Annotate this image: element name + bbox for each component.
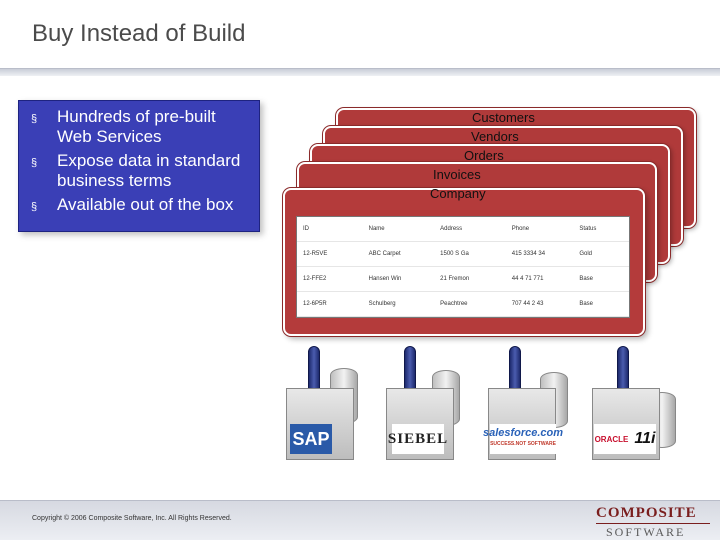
bullet-text: Available out of the box (57, 195, 234, 214)
bullet-text: Expose data in standard business terms (57, 151, 241, 190)
table-cell: Base (579, 276, 594, 282)
table-header: Address (440, 226, 463, 232)
oracle-version: 11i (634, 430, 656, 447)
table-header-row: ID Name Address Phone Status (297, 217, 629, 242)
table-header: Phone (511, 226, 530, 232)
table-cell: ABC Carpet (368, 251, 401, 257)
oracle-wordmark: ORACLE (594, 434, 629, 444)
composite-logo-text: COMPOSITE (596, 505, 697, 521)
salesforce-logo: salesforce.com SUCCESS.NOT SOFTWARE (483, 424, 563, 454)
table-header: Status (579, 226, 597, 232)
bullet-mark: § (31, 113, 38, 125)
table-cell: 12-R5VE (303, 251, 328, 257)
oracle-logo: ORACLE 11i (594, 424, 656, 454)
table-cell: 707 44 2 43 (511, 301, 544, 307)
table-cell: 21 Fremon (440, 276, 470, 282)
bullet-panel: § Hundreds of pre-built Web Services § E… (18, 100, 260, 232)
table-row: 12-FFE2 Hansen Win 21 Fremon 44 4 71 771… (297, 267, 629, 292)
table-cell: 12-FFE2 (303, 276, 327, 282)
slide-title: Buy Instead of Build (32, 20, 246, 47)
table-row: 12-R5VE ABC Carpet 1500 S Ga 415 3334 34… (297, 242, 629, 267)
salesforce-wordmark: salesforce.com (482, 427, 564, 439)
vendors-label: Vendors (471, 129, 519, 144)
customers-label: Customers (472, 110, 535, 125)
copyright-text: Copyright © 2006 Composite Software, Inc… (32, 515, 232, 522)
brand-divider (596, 523, 710, 524)
table-cell: 1500 S Ga (440, 251, 469, 257)
footer-bar (0, 500, 720, 540)
software-logo-text: SOFTWARE (606, 525, 686, 539)
orders-label: Orders (464, 148, 504, 163)
bullet-text: Hundreds of pre-built Web Services (57, 107, 216, 146)
table-cell: Peachtree (440, 301, 468, 307)
table-cell: Gold (579, 251, 593, 257)
table-cell: Base (579, 301, 594, 307)
bullet-item: § Hundreds of pre-built Web Services (31, 107, 251, 147)
siebel-logo: SIEBEL (388, 424, 447, 454)
table-header: Name (368, 226, 385, 232)
bullet-mark: § (31, 201, 38, 213)
table-cell: 44 4 71 771 (511, 276, 544, 282)
table-cell: 12-6P5R (303, 301, 327, 307)
salesforce-tagline: SUCCESS.NOT SOFTWARE (490, 441, 556, 447)
sap-logo: SAP (290, 424, 332, 454)
company-label: Company (430, 186, 486, 201)
bullet-mark: § (31, 157, 38, 169)
table-row: 12-6P5R Schulberg Peachtree 707 44 2 43 … (297, 292, 629, 317)
table-cell: Schulberg (368, 301, 396, 307)
bullet-item: § Available out of the box (31, 195, 251, 217)
table-cell: Hansen Win (368, 276, 402, 282)
bullet-item: § Expose data in standard business terms (31, 151, 251, 191)
title-divider (0, 68, 720, 76)
company-table: ID Name Address Phone Status 12-R5VE ABC… (296, 216, 630, 318)
table-cell: 415 3334 34 (511, 251, 546, 257)
table-header: ID (303, 226, 309, 232)
invoices-label: Invoices (433, 167, 481, 182)
